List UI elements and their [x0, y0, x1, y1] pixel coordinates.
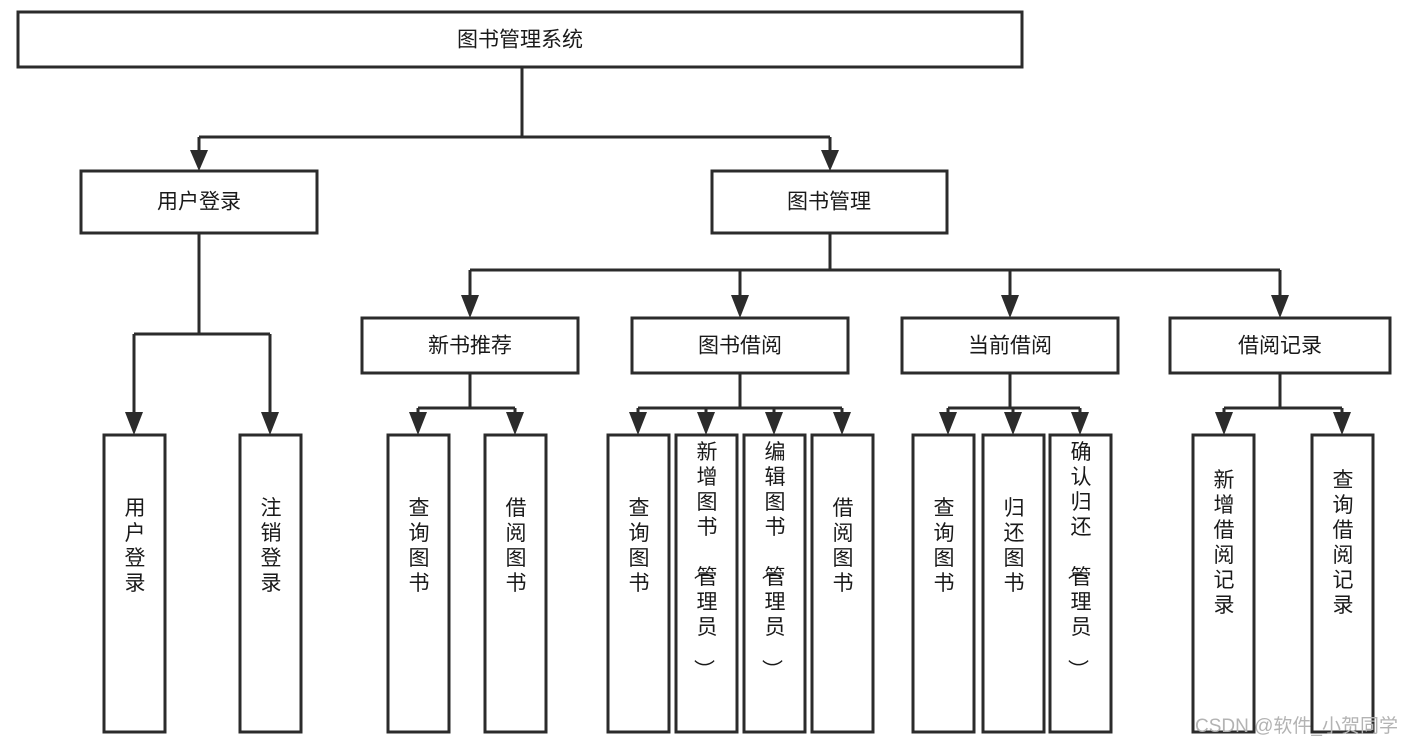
node-leaf-user-logout-label: 注销登录 — [261, 497, 282, 595]
node-leaf-add-record[interactable]: 新增借阅记录 — [1191, 433, 1256, 734]
node-root-box[interactable] — [16, 10, 1024, 69]
node-user-login-label: 用户登录 — [157, 191, 241, 214]
node-root[interactable]: 图书管理系统 — [16, 10, 1024, 69]
node-leaf-query-book-2-box[interactable] — [606, 433, 671, 734]
node-leaf-add-book[interactable]: 新增图书（管理员） — [674, 433, 739, 734]
node-leaf-confirm-return-label: 确认归还（管理员） — [1066, 441, 1092, 680]
arrow-head-book-management — [821, 150, 839, 171]
node-leaf-return-book[interactable]: 归还图书 — [981, 433, 1046, 734]
node-leaf-return-book-box[interactable] — [981, 433, 1046, 734]
node-leaf-edit-book-box[interactable] — [742, 433, 807, 734]
edge-group-root-to-level1 — [190, 67, 839, 171]
node-leaf-user-login-box[interactable] — [102, 433, 167, 734]
arrow-head-leaf-borrow-book-1 — [506, 412, 524, 435]
node-current-borrow-label: 当前借阅 — [968, 335, 1052, 358]
node-borrow-record-box[interactable] — [1168, 316, 1392, 375]
node-current-borrow-box[interactable] — [900, 316, 1120, 375]
node-leaf-return-book-label: 归还图书 — [1004, 497, 1025, 595]
node-leaf-borrow-book-1-box[interactable] — [483, 433, 548, 734]
arrow-head-leaf-user-logout — [261, 412, 279, 435]
node-leaf-query-book-2-label: 查询图书 — [629, 497, 650, 595]
node-leaf-user-logout[interactable]: 注销登录 — [238, 433, 303, 734]
edge-group-borrow-record-to-leaves — [1215, 373, 1351, 435]
edge-group-user-login-to-leaves — [125, 233, 279, 435]
node-book-borrow-box[interactable] — [630, 316, 850, 375]
node-leaf-query-book-3[interactable]: 查询图书 — [911, 433, 976, 734]
arrow-head-leaf-query-book-1 — [409, 412, 427, 435]
edge-group-current-borrow-to-leaves — [939, 373, 1089, 435]
edge-group-book-borrow-to-leaves — [629, 373, 851, 435]
node-leaf-query-book-2[interactable]: 查询图书 — [606, 433, 671, 734]
node-borrow-record[interactable]: 借阅记录 — [1168, 316, 1392, 375]
arrow-head-borrow-record — [1271, 295, 1289, 318]
arrow-head-new-book-recommend — [461, 295, 479, 318]
arrow-head-leaf-user-login — [125, 412, 143, 435]
node-leaf-borrow-book-2-box[interactable] — [810, 433, 875, 734]
arrow-head-leaf-return-book — [1004, 412, 1022, 435]
arrow-head-leaf-query-book-2 — [629, 412, 647, 435]
arrow-head-leaf-confirm-return — [1071, 412, 1089, 435]
node-leaf-query-record-box[interactable] — [1310, 433, 1375, 734]
node-new-book-recommend-box[interactable] — [360, 316, 580, 375]
edge-group-book-management-to-level2 — [461, 233, 1289, 318]
arrow-head-leaf-add-book — [697, 412, 715, 435]
node-leaf-add-record-box[interactable] — [1191, 433, 1256, 734]
node-root-label: 图书管理系统 — [457, 29, 583, 52]
arrow-head-book-borrow — [731, 295, 749, 318]
node-user-login-box[interactable] — [79, 169, 319, 235]
node-leaf-borrow-book-2-label: 借阅图书 — [833, 497, 854, 595]
node-leaf-query-record[interactable]: 查询借阅记录 — [1310, 433, 1375, 734]
node-leaf-query-book-1[interactable]: 查询图书 — [386, 433, 451, 734]
node-leaf-borrow-book-2[interactable]: 借阅图书 — [810, 433, 875, 734]
node-leaf-query-book-1-box[interactable] — [386, 433, 451, 734]
node-new-book-recommend-label: 新书推荐 — [428, 335, 512, 358]
node-leaf-add-book-box[interactable] — [674, 433, 739, 734]
arrow-head-leaf-add-record — [1215, 412, 1233, 435]
arrow-head-leaf-borrow-book-2 — [833, 412, 851, 435]
node-leaf-user-logout-box[interactable] — [238, 433, 303, 734]
node-leaf-borrow-book-1-label: 借阅图书 — [506, 497, 527, 595]
node-book-management[interactable]: 图书管理 — [710, 169, 949, 235]
edge-group-new-book-recommend-to-leaves — [409, 373, 524, 435]
node-book-management-box[interactable] — [710, 169, 949, 235]
node-leaf-user-login-label: 用户登录 — [125, 497, 146, 595]
node-user-login[interactable]: 用户登录 — [79, 169, 319, 235]
node-current-borrow[interactable]: 当前借阅 — [900, 316, 1120, 375]
node-book-borrow[interactable]: 图书借阅 — [630, 316, 850, 375]
node-leaf-query-book-1-label: 查询图书 — [409, 497, 430, 595]
node-leaf-add-record-label: 新增借阅记录 — [1214, 469, 1235, 617]
node-leaf-query-book-3-label: 查询图书 — [934, 497, 955, 595]
node-leaf-query-record-label: 查询借阅记录 — [1333, 469, 1354, 617]
node-leaf-add-book-label: 新增图书（管理员） — [692, 441, 718, 680]
node-new-book-recommend[interactable]: 新书推荐 — [360, 316, 580, 375]
arrow-head-leaf-query-book-3 — [939, 412, 957, 435]
node-leaf-confirm-return-box[interactable] — [1048, 433, 1113, 734]
arrow-head-current-borrow — [1001, 295, 1019, 318]
watermark-label: CSDN @软件_小贺同学 — [1195, 715, 1398, 737]
node-leaf-user-login[interactable]: 用户登录 — [102, 433, 167, 734]
arrow-head-user-login — [190, 150, 208, 171]
node-leaf-borrow-book-1[interactable]: 借阅图书 — [483, 433, 548, 734]
node-leaf-edit-book-label: 编辑图书（管理员） — [760, 441, 786, 680]
node-borrow-record-label: 借阅记录 — [1238, 335, 1322, 358]
node-leaf-edit-book[interactable]: 编辑图书（管理员） — [742, 433, 807, 734]
node-leaf-query-book-3-box[interactable] — [911, 433, 976, 734]
arrow-head-leaf-edit-book — [765, 412, 783, 435]
node-leaf-confirm-return[interactable]: 确认归还（管理员） — [1048, 433, 1113, 734]
arrow-head-leaf-query-record — [1333, 412, 1351, 435]
node-book-borrow-label: 图书借阅 — [698, 335, 782, 358]
node-book-management-label: 图书管理 — [787, 191, 871, 214]
